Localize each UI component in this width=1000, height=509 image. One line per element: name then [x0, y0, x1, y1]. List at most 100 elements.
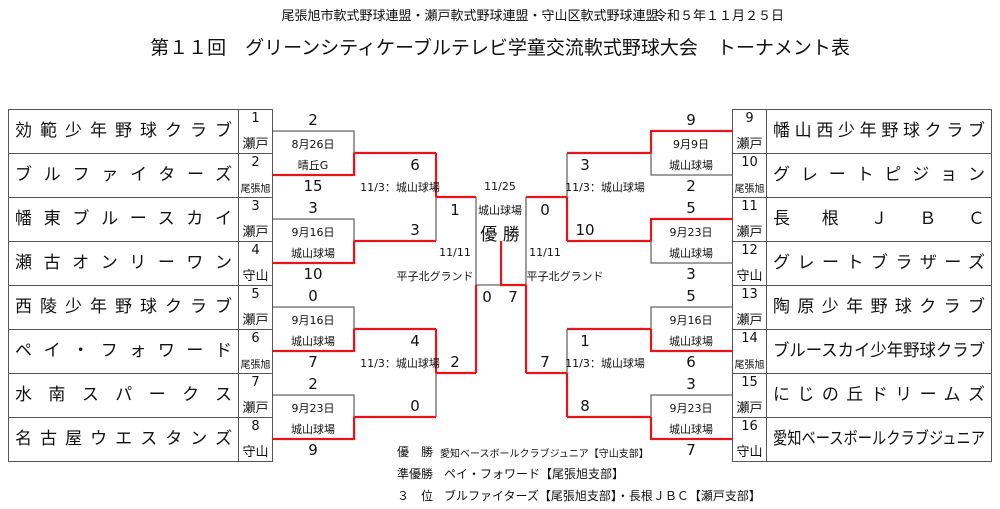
team-name: ブルファイターズ	[15, 165, 232, 185]
match-venue: 城山球場	[669, 247, 713, 260]
score-bottom: 7	[308, 353, 318, 371]
match-date: 8月26日	[291, 138, 335, 151]
match-venue: 晴丘G	[297, 159, 329, 172]
semi-date: 11/11	[439, 246, 471, 259]
semi-date: 11/11	[529, 246, 561, 259]
score-bottom: 2	[686, 177, 696, 195]
team-name: 名古屋ウエスタンズ	[15, 429, 232, 449]
branch-label: 瀬戸	[242, 401, 269, 416]
match-info: 11/3：城山球場	[565, 357, 645, 370]
branch-label: 守山	[736, 445, 763, 460]
match-date: 9月16日	[669, 314, 713, 327]
match-date: 9月23日	[669, 402, 713, 415]
branch-label: 尾張旭	[734, 360, 765, 371]
seed-number: 5	[251, 287, 260, 302]
seed-number: 7	[251, 375, 260, 390]
bracket-line	[272, 329, 356, 353]
score-bottom: 10	[303, 265, 323, 283]
bracket-line	[650, 241, 732, 264]
champion-label: 優 勝	[480, 225, 520, 245]
bracket-line	[650, 394, 732, 417]
team-name: 西陵少年野球クラブ	[15, 297, 232, 317]
team-name: 長根ＪＢＣ	[773, 209, 985, 229]
seed-number: 13	[741, 287, 758, 302]
branch-label: 瀬戸	[736, 401, 763, 416]
branch-label: 瀬戸	[736, 225, 763, 240]
bracket-line	[650, 153, 732, 176]
match-venue: 城山球場	[291, 335, 335, 348]
team-cell: ブルースカイ少年野球クラブ	[766, 329, 992, 374]
seed-number: 2	[251, 155, 260, 170]
seed-number: 1	[251, 111, 260, 126]
branch-label: 瀬戸	[736, 313, 763, 328]
match-info: 11/3：城山球場	[360, 357, 440, 370]
team-cell: にじの丘ドリームズ	[766, 373, 992, 418]
final-score-right: 7	[508, 288, 518, 306]
champion-line	[499, 241, 526, 287]
result-text: ブルファイターズ【尾張旭支部】・長根ＪＢＣ【瀬戸支部】	[444, 489, 761, 503]
bracket-line	[272, 130, 355, 153]
final-date: 11/25	[484, 180, 516, 193]
result-label: ３ 位	[397, 489, 434, 503]
bracket-line	[272, 218, 355, 241]
score-top: 4	[410, 332, 420, 350]
match-venue: 城山球場	[669, 159, 713, 172]
score-bottom: 9	[308, 441, 318, 459]
match-venue: 城山球場	[291, 423, 335, 436]
branch-label: 尾張旭	[240, 360, 271, 371]
team-name: ブルースカイ少年野球クラブ	[773, 341, 986, 361]
team-name: 幡東ブルースカイ	[15, 209, 232, 229]
branch-label: 守山	[736, 269, 763, 284]
bracket-line	[272, 153, 356, 177]
score-top: 3	[308, 199, 318, 217]
bracket-line	[649, 129, 732, 153]
team-name: ペイ・フォワード	[15, 341, 232, 361]
bracket-line	[650, 306, 732, 329]
score-top: 0	[308, 287, 318, 305]
result-label: 優 勝	[397, 445, 434, 459]
seed-cell	[732, 417, 767, 462]
match-venue: 城山球場	[669, 423, 713, 436]
seed-cell	[238, 417, 273, 462]
final-venue: 城山球場	[478, 204, 522, 217]
score-top: 9	[686, 111, 696, 129]
branch-label: 守山	[242, 269, 269, 284]
seed-number: 16	[741, 419, 758, 434]
semi-score-top: 0	[540, 201, 550, 219]
result-text: ペイ・フォワード【尾張旭支部】	[444, 467, 625, 481]
result-label: 準優勝	[397, 467, 434, 481]
team-cell: 効範少年野球クラブ	[8, 109, 239, 154]
seed-number: 12	[741, 243, 758, 258]
seed-number: 3	[251, 199, 260, 214]
team-cell: 幡東ブルースカイ	[8, 197, 239, 242]
match-date: 9月9日	[673, 138, 709, 151]
seed-number: 14	[741, 331, 758, 346]
branch-label: 瀬戸	[242, 225, 269, 240]
score-top: 2	[308, 375, 318, 393]
branch-label: 瀬戸	[242, 313, 269, 328]
score-bottom: 8	[580, 397, 590, 415]
score-bottom: 10	[575, 221, 595, 239]
branch-label: 守山	[242, 445, 269, 460]
score-bottom: 15	[303, 177, 323, 195]
score-top: 6	[410, 156, 420, 174]
seed-number: 8	[251, 419, 260, 434]
bracket-line	[272, 417, 356, 441]
team-name: 水南スパークス	[15, 385, 232, 405]
seed-number: 11	[741, 199, 758, 214]
seed-number: 15	[741, 375, 758, 390]
score-bottom: 3	[410, 221, 420, 239]
team-name: グレートブラザーズ	[773, 253, 985, 273]
issue-date: 令和５年１１月２５日	[654, 9, 785, 24]
team-name: 効範少年野球クラブ	[15, 121, 232, 141]
seed-number: 9	[745, 111, 754, 126]
team-cell: グレートブラザーズ	[766, 241, 992, 286]
semi-score-bottom: 2	[450, 353, 460, 371]
team-cell: ブルファイターズ	[8, 153, 239, 198]
score-top: 2	[308, 111, 318, 129]
seed-number: 10	[741, 155, 758, 170]
match-info: 11/3：城山球場	[360, 181, 440, 194]
team-cell: 名古屋ウエスタンズ	[8, 417, 239, 462]
bracket-line	[649, 217, 732, 241]
